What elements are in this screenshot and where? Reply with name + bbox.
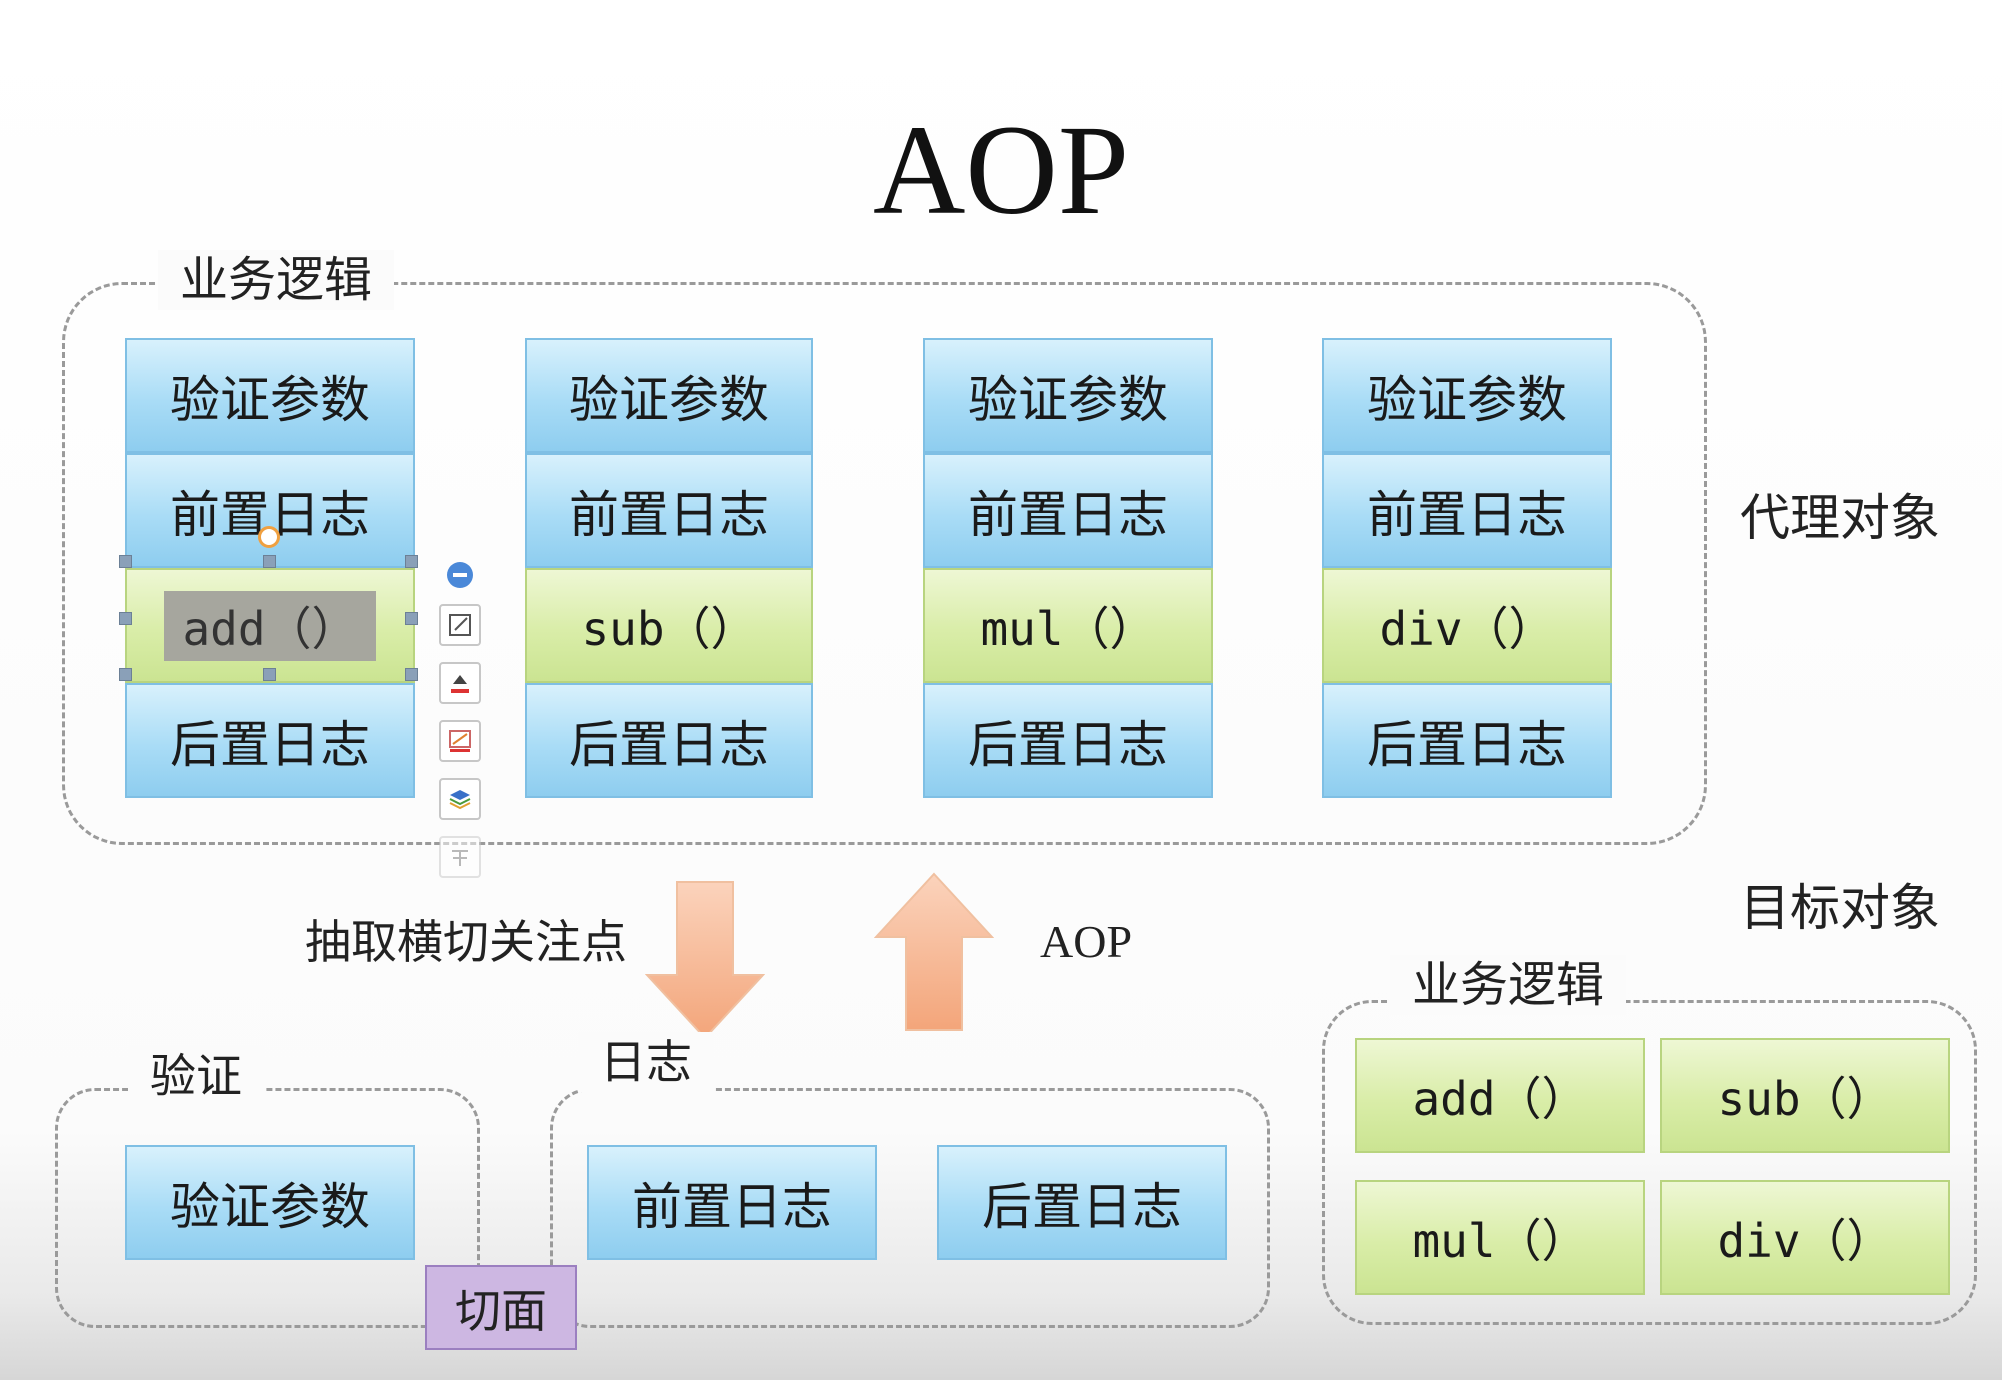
diagram-title: AOP: [872, 99, 1130, 241]
target-business-logic-group: [1322, 1000, 1977, 1325]
up-arrow-shape: [874, 872, 994, 1031]
method-div-box[interactable]: div（）: [1322, 568, 1612, 683]
proxy-column-mul: 验证参数 前置日志 mul（） 后置日志: [923, 338, 1213, 798]
proxy-column-div: 验证参数 前置日志 div（） 后置日志: [1322, 338, 1612, 798]
fill-color-icon[interactable]: [439, 662, 481, 704]
edit-shape-icon[interactable]: [439, 604, 481, 646]
aop-arrow-label: AOP: [1040, 916, 1133, 967]
text-icon[interactable]: [439, 836, 481, 878]
proxy-object-label: 代理对象: [1740, 489, 1940, 547]
after-log-box[interactable]: 后置日志: [923, 683, 1213, 798]
resize-handle-tr[interactable]: [405, 555, 418, 568]
target-object-label: 目标对象: [1740, 879, 1940, 937]
proxy-group-label: 业务逻辑: [158, 250, 395, 310]
after-log-box[interactable]: 后置日志: [125, 683, 415, 798]
method-add-box[interactable]: add（）: [125, 568, 415, 683]
before-log-box[interactable]: 前置日志: [923, 453, 1213, 568]
before-log-aspect-box[interactable]: 前置日志: [587, 1145, 877, 1260]
target-group-label: 业务逻辑: [1390, 955, 1627, 1015]
minus-circle-icon[interactable]: [447, 562, 473, 588]
verify-params-box[interactable]: 验证参数: [1322, 338, 1612, 453]
verify-params-box[interactable]: 验证参数: [125, 338, 415, 453]
target-method-add[interactable]: add（）: [1355, 1038, 1645, 1153]
log-group: [550, 1088, 1270, 1328]
resize-handle-ml[interactable]: [119, 612, 132, 625]
verify-params-box[interactable]: 验证参数: [923, 338, 1213, 453]
log-group-label: 日志: [578, 1032, 714, 1092]
method-sub-box[interactable]: sub（）: [525, 568, 813, 683]
after-log-box[interactable]: 后置日志: [525, 683, 813, 798]
layers-icon[interactable]: [439, 778, 481, 820]
rotate-handle-icon[interactable]: [258, 526, 280, 548]
proxy-business-logic-group: [62, 282, 1707, 845]
selected-text[interactable]: add（）: [164, 590, 376, 661]
floating-shape-toolbar: [438, 562, 482, 912]
method-mul-box[interactable]: mul（）: [923, 568, 1213, 683]
before-log-box[interactable]: 前置日志: [125, 453, 415, 568]
line-color-icon[interactable]: [439, 720, 481, 762]
before-log-box[interactable]: 前置日志: [1322, 453, 1612, 568]
before-log-box[interactable]: 前置日志: [525, 453, 813, 568]
resize-handle-br[interactable]: [405, 668, 418, 681]
proxy-column-add: 验证参数 前置日志 add（） 后置日志: [125, 338, 415, 798]
aspect-label-box[interactable]: 切面: [425, 1265, 577, 1350]
verify-params-box[interactable]: 验证参数: [525, 338, 813, 453]
verify-group-label: 验证: [128, 1046, 264, 1106]
target-method-mul[interactable]: mul（）: [1355, 1180, 1645, 1295]
resize-handle-tc[interactable]: [263, 555, 276, 568]
resize-handle-bc[interactable]: [263, 668, 276, 681]
verify-group: [55, 1088, 480, 1328]
resize-handle-tl[interactable]: [119, 555, 132, 568]
proxy-column-sub: 验证参数 前置日志 sub（） 后置日志: [525, 338, 813, 798]
target-method-sub[interactable]: sub（）: [1660, 1038, 1950, 1153]
target-method-div[interactable]: div（）: [1660, 1180, 1950, 1295]
verify-params-aspect-box[interactable]: 验证参数: [125, 1145, 415, 1260]
after-log-box[interactable]: 后置日志: [1322, 683, 1612, 798]
resize-handle-bl[interactable]: [119, 668, 132, 681]
down-arrow-shape: [645, 881, 765, 1040]
resize-handle-mr[interactable]: [405, 612, 418, 625]
after-log-aspect-box[interactable]: 后置日志: [937, 1145, 1227, 1260]
extract-cross-cutting-label: 抽取横切关注点: [305, 915, 627, 969]
